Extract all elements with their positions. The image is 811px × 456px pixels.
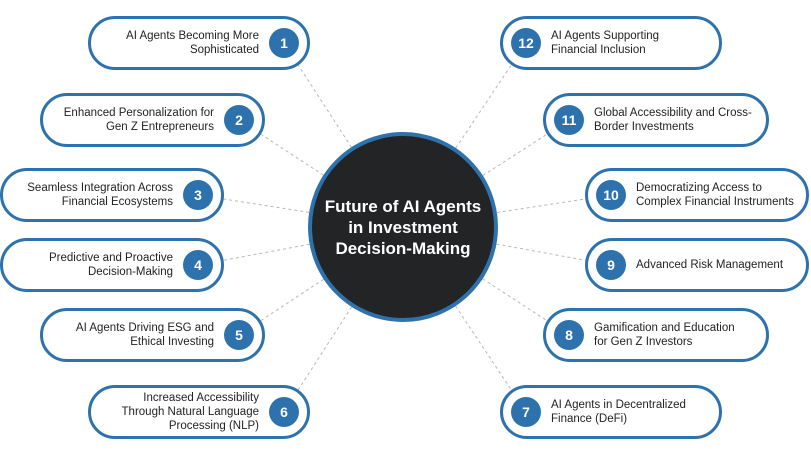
item-12-label: AI Agents Supporting Financial Inclusion — [551, 30, 660, 56]
item-11-label: Global Accessibility and Cross-Border In… — [594, 107, 752, 133]
item-9: 9 Advanced Risk Management — [585, 238, 809, 292]
item-7-number: 7 — [511, 397, 541, 427]
item-9-label: Advanced Risk Management — [636, 259, 784, 271]
item-5: AI Agents Driving ESG and Ethical Invest… — [40, 308, 265, 362]
item-8: 8 Gamification and Education for Gen Z I… — [543, 308, 769, 362]
item-10-label: Democratizing Access to Complex Financia… — [636, 182, 794, 208]
item-10-number: 10 — [596, 180, 626, 210]
item-2: Enhanced Personalization for Gen Z Entre… — [40, 93, 265, 147]
item-1-number: 1 — [269, 28, 299, 58]
item-2-number: 2 — [224, 105, 254, 135]
item-3-number: 3 — [183, 180, 213, 210]
item-9-number: 9 — [596, 250, 626, 280]
item-5-label: AI Agents Driving ESG and Ethical Invest… — [75, 322, 214, 348]
item-6-number: 6 — [269, 397, 299, 427]
item-12: 12 AI Agents Supporting Financial Inclus… — [500, 16, 722, 70]
item-6-label: Increased Accessibility Through Natural … — [121, 392, 259, 432]
item-11-number: 11 — [554, 105, 584, 135]
item-10: 10 Democratizing Access to Complex Finan… — [585, 168, 809, 222]
item-7-label: AI Agents in Decentralized Finance (DeFi… — [551, 399, 686, 425]
item-4-number: 4 — [183, 250, 213, 280]
item-11: 11 Global Accessibility and Cross-Border… — [543, 93, 769, 147]
item-1-label: AI Agents Becoming More Sophisticated — [126, 30, 259, 56]
connector-line — [197, 243, 310, 266]
item-5-number: 5 — [224, 320, 254, 350]
connector-line — [197, 194, 310, 213]
item-8-label: Gamification and Education for Gen Z Inv… — [594, 322, 735, 348]
item-4-label: Predictive and Proactive Decision-Making — [48, 252, 173, 278]
item-6: Increased Accessibility Through Natural … — [88, 385, 310, 439]
item-2-label: Enhanced Personalization for Gen Z Entre… — [63, 107, 214, 133]
item-8-number: 8 — [554, 320, 584, 350]
item-1: AI Agents Becoming More Sophisticated 1 — [88, 16, 310, 70]
item-4: Predictive and Proactive Decision-Making… — [0, 238, 224, 292]
hub-title: Future of AI Agents in Investment Decisi… — [324, 196, 482, 258]
item-3-label: Seamless Integration Across Financial Ec… — [27, 182, 173, 208]
hub-circle: Future of AI Agents in Investment Decisi… — [308, 132, 498, 322]
item-7: 7 AI Agents in Decentralized Finance (De… — [500, 385, 722, 439]
item-12-number: 12 — [511, 28, 541, 58]
item-3: Seamless Integration Across Financial Ec… — [0, 168, 224, 222]
